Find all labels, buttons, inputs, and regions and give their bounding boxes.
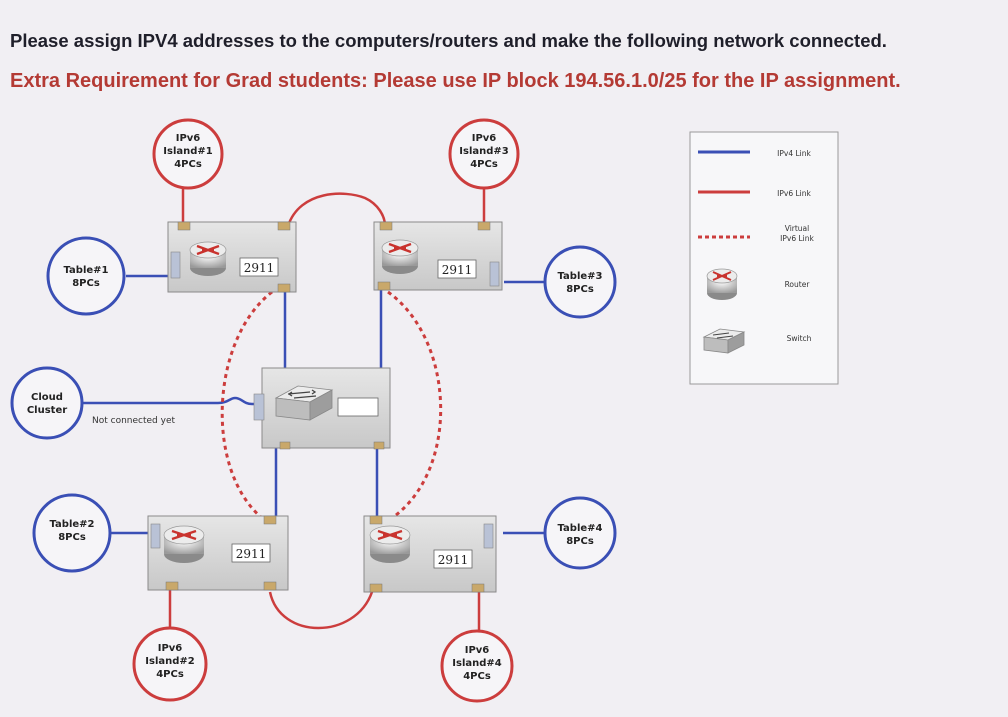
- cloud-line1: Cloud: [31, 392, 63, 403]
- island2-line1: IPv6: [158, 643, 183, 654]
- ipv6-island1: IPv6 Island#1 4PCs: [152, 118, 224, 190]
- island2-line3: 4PCs: [156, 669, 184, 680]
- port-icon: [369, 583, 383, 593]
- switch-icon: [274, 385, 334, 421]
- legend-ipv4-label: IPv4 Link: [777, 149, 811, 158]
- port-icon: [170, 251, 181, 279]
- router-icon: [189, 241, 227, 276]
- cloud-link-note: Not connected yet: [92, 416, 175, 426]
- ipv4-table2: Table#2 8PCs: [32, 493, 112, 573]
- legend-virtual-label-1: Virtual: [785, 224, 810, 233]
- router-2[interactable]: 2911: [147, 515, 289, 591]
- router-icon: [163, 525, 205, 563]
- table4-line2: 8PCs: [566, 536, 594, 547]
- island2-line2: Island#2: [145, 656, 195, 667]
- virtual-ipv6-link-r3-r4: [387, 290, 443, 520]
- cloud-link-unconnected: [82, 396, 262, 406]
- port-icon: [379, 221, 393, 231]
- ipv6-island2: IPv6 Island#2 4PCs: [132, 626, 208, 702]
- island4-line2: Island#4: [452, 658, 502, 669]
- router-3-model: 2911: [442, 263, 473, 277]
- island4-line1: IPv6: [465, 645, 490, 656]
- port-icon: [477, 221, 491, 231]
- ipv6-link-r1-r3: [286, 192, 387, 227]
- router-1-model: 2911: [244, 261, 275, 275]
- ipv4-table1: Table#1 8PCs: [46, 236, 126, 316]
- table4-line1: Table#4: [558, 523, 603, 534]
- island1-line1: IPv6: [176, 133, 201, 144]
- port-icon: [471, 583, 485, 593]
- ipv6-island3: IPv6 Island#3 4PCs: [448, 118, 520, 190]
- legend-switch-label: Switch: [787, 334, 812, 343]
- table3-line2: 8PCs: [566, 284, 594, 295]
- port-icon: [489, 261, 500, 287]
- port-icon: [165, 581, 179, 591]
- table3-line1: Table#3: [558, 271, 603, 282]
- grad-requirement-line: Extra Requirement for Grad students: Ple…: [10, 70, 901, 92]
- router-1[interactable]: 2911: [167, 221, 297, 293]
- port-icon: [177, 221, 191, 231]
- router-3[interactable]: 2911: [373, 221, 503, 291]
- island3-line3: 4PCs: [470, 159, 498, 170]
- ipv6-link-r2-r4: [268, 591, 374, 630]
- table1-line2: 8PCs: [72, 278, 100, 289]
- table2-line2: 8PCs: [58, 532, 86, 543]
- router-icon: [381, 239, 419, 274]
- instruction-line: Please assign IPV4 addresses to the comp…: [10, 30, 887, 51]
- legend-router-label: Router: [785, 280, 811, 289]
- port-icon: [369, 515, 383, 525]
- island1-line2: Island#1: [163, 146, 213, 157]
- legend-switch-icon: [702, 328, 746, 354]
- table2-line1: Table#2: [50, 519, 95, 530]
- port-icon: [373, 441, 385, 450]
- router-2-model: 2911: [236, 547, 267, 561]
- island3-line2: Island#3: [459, 146, 509, 157]
- legend-router-icon: [706, 268, 738, 300]
- router-icon: [369, 525, 411, 563]
- cloud-cluster: Cloud Cluster: [10, 366, 84, 440]
- port-icon: [279, 441, 291, 450]
- cloud-line2: Cluster: [27, 405, 67, 416]
- ipv6-island4: IPv6 Island#4 4PCs: [440, 629, 514, 703]
- port-icon: [277, 221, 291, 231]
- port-icon: [263, 581, 277, 591]
- island1-line3: 4PCs: [174, 159, 202, 170]
- port-icon: [483, 523, 494, 549]
- port-icon: [263, 515, 277, 525]
- port-icon: [253, 393, 265, 421]
- port-icon: [150, 523, 161, 549]
- ipv4-table3: Table#3 8PCs: [543, 245, 617, 319]
- legend-ipv6-label: IPv6 Link: [777, 189, 811, 198]
- ipv4-table4: Table#4 8PCs: [543, 496, 617, 570]
- legend-virtual-label-2: IPv6 Link: [780, 234, 814, 243]
- legend: IPv4 Link IPv6 Link Virtual IPv6 Link Ro…: [689, 131, 839, 385]
- table1-line1: Table#1: [64, 265, 109, 276]
- router-4-model: 2911: [438, 553, 469, 567]
- center-switch[interactable]: [253, 367, 391, 450]
- island4-line3: 4PCs: [463, 671, 491, 682]
- port-icon: [377, 281, 391, 291]
- island3-line1: IPv6: [472, 133, 497, 144]
- port-icon: [277, 283, 291, 293]
- router-4[interactable]: 2911: [363, 515, 497, 593]
